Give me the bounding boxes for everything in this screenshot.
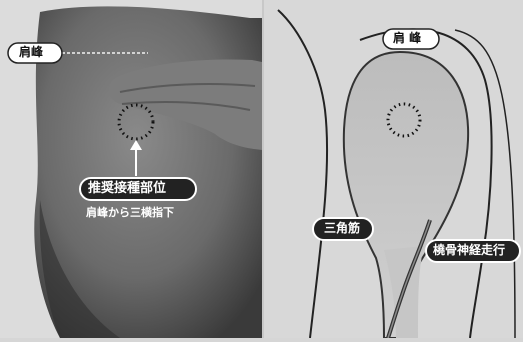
muscle-label: 三角筋 xyxy=(324,222,360,234)
site-label: 推奨接種部位 xyxy=(88,182,166,195)
site-caption: 肩峰から三横指下 xyxy=(86,207,174,218)
diagram-landmark-label: 肩 峰 xyxy=(393,32,421,44)
nerve-label: 橈骨神経走行 xyxy=(433,244,505,256)
landmark-label: 肩峰 xyxy=(19,46,43,58)
diagram-panel xyxy=(264,0,523,338)
